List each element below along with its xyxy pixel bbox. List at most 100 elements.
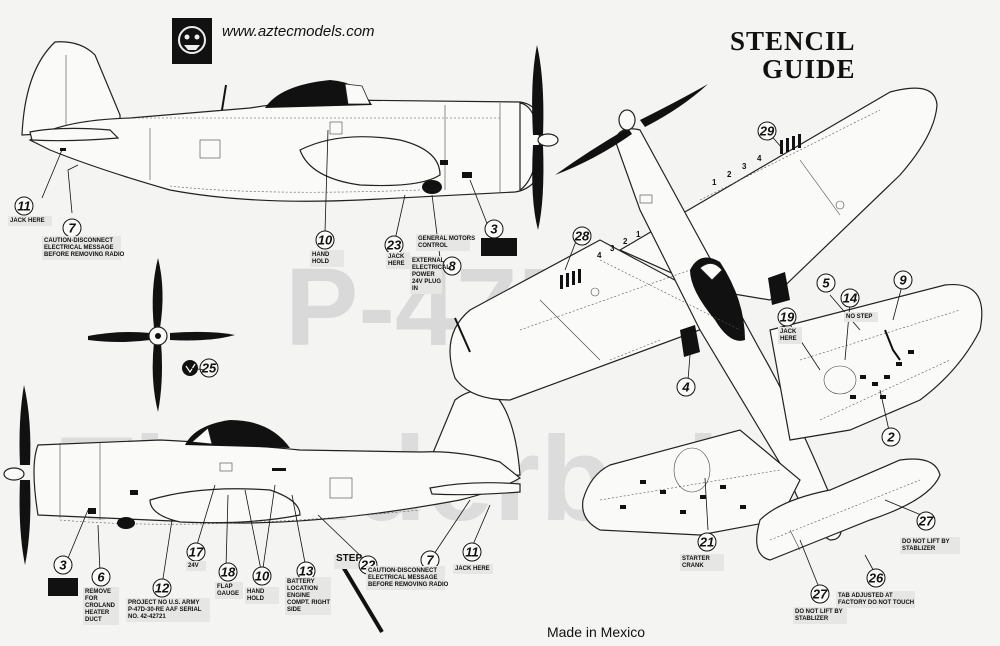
callout-label-bg (83, 587, 119, 625)
black-box-3a (481, 238, 517, 256)
wing-number-l4: 4 (597, 251, 602, 260)
callout-circle (816, 273, 836, 293)
website-text: www.aztecmodels.com (222, 23, 375, 40)
callout-number: 19 (780, 310, 795, 325)
callout-circle (777, 307, 797, 327)
wing-number-l3: 3 (610, 244, 615, 253)
callout-number: 9 (899, 273, 907, 288)
callout-circle (53, 555, 73, 575)
title-line1: STENCIL (730, 26, 856, 56)
side-profile-right (3, 385, 522, 565)
propeller-front-view (88, 258, 235, 412)
callout-label-bg (416, 234, 470, 251)
callout-label-bg (900, 537, 960, 554)
callout-circle (484, 219, 504, 239)
callout-label-bg (42, 236, 121, 260)
callout-label: STEP (336, 553, 362, 564)
callout-c5: 5 (816, 273, 836, 293)
wing-number-2: 2 (727, 170, 732, 179)
callout-number: 26 (868, 571, 884, 586)
callout-c3b: 3 (53, 555, 73, 575)
callout-number: 21 (699, 535, 714, 550)
wing-number-3: 3 (742, 162, 747, 171)
callout-label-bg (334, 555, 358, 569)
callout-label-bg (8, 216, 52, 226)
callout-number: 10 (255, 569, 270, 584)
callout-c29: 29 (757, 121, 777, 141)
underside-wing-left (582, 429, 801, 536)
callout-number: 17 (189, 545, 204, 560)
callout-label-bg (386, 252, 410, 269)
callout-number: 7 (68, 221, 76, 236)
callout-circle (810, 584, 830, 604)
callout-label-bg (245, 587, 279, 604)
callout-c3a: 3 (484, 219, 504, 239)
callout-c14: 14 NO STEP (840, 288, 878, 322)
callout-number: 2 (886, 430, 895, 445)
side-profile-left (21, 41, 559, 230)
callout-number: 11 (17, 199, 31, 214)
black-box-3b (48, 578, 78, 596)
callout-label: JACK HERE (455, 566, 490, 572)
callout-label-bg (310, 250, 344, 267)
callout-circle (840, 288, 860, 308)
callout-number: 5 (822, 276, 830, 291)
callout-number: 14 (843, 291, 858, 306)
callout-circle (462, 542, 482, 562)
callout-number: 6 (97, 570, 105, 585)
callout-label: 24V (188, 563, 199, 569)
callout-number: 7 (426, 553, 434, 568)
callout-label-bg (836, 591, 915, 608)
callout-label-bg (410, 256, 442, 294)
callout-c2: 2 (881, 427, 901, 447)
callout-label: NO STEP (846, 314, 872, 320)
callout-circle (152, 578, 172, 598)
callout-number: 28 (574, 229, 590, 244)
callout-label-bg (793, 607, 847, 624)
made-in-text: Made in Mexico (547, 624, 645, 640)
callout-number: 13 (299, 564, 314, 579)
callout-label-bg (186, 561, 206, 571)
callout-number: 25 (201, 361, 217, 376)
wing-number-4: 4 (757, 154, 762, 163)
callout-number: 27 (918, 514, 934, 529)
callout-label-bg (844, 312, 878, 322)
callout-label: JACK HERE (10, 218, 45, 224)
callout-label-bg (215, 582, 243, 599)
callout-circle (252, 566, 272, 586)
callout-circle (572, 226, 592, 246)
callout-number: 8 (448, 259, 456, 274)
callout-number: 3 (490, 222, 498, 237)
callout-label-bg (680, 554, 724, 571)
callout-circle (881, 427, 901, 447)
callout-c17: 17 24V (186, 542, 206, 571)
callout-label-bg (453, 564, 493, 574)
title-line2: GUIDE (762, 54, 856, 84)
callout-number: 29 (759, 124, 775, 139)
